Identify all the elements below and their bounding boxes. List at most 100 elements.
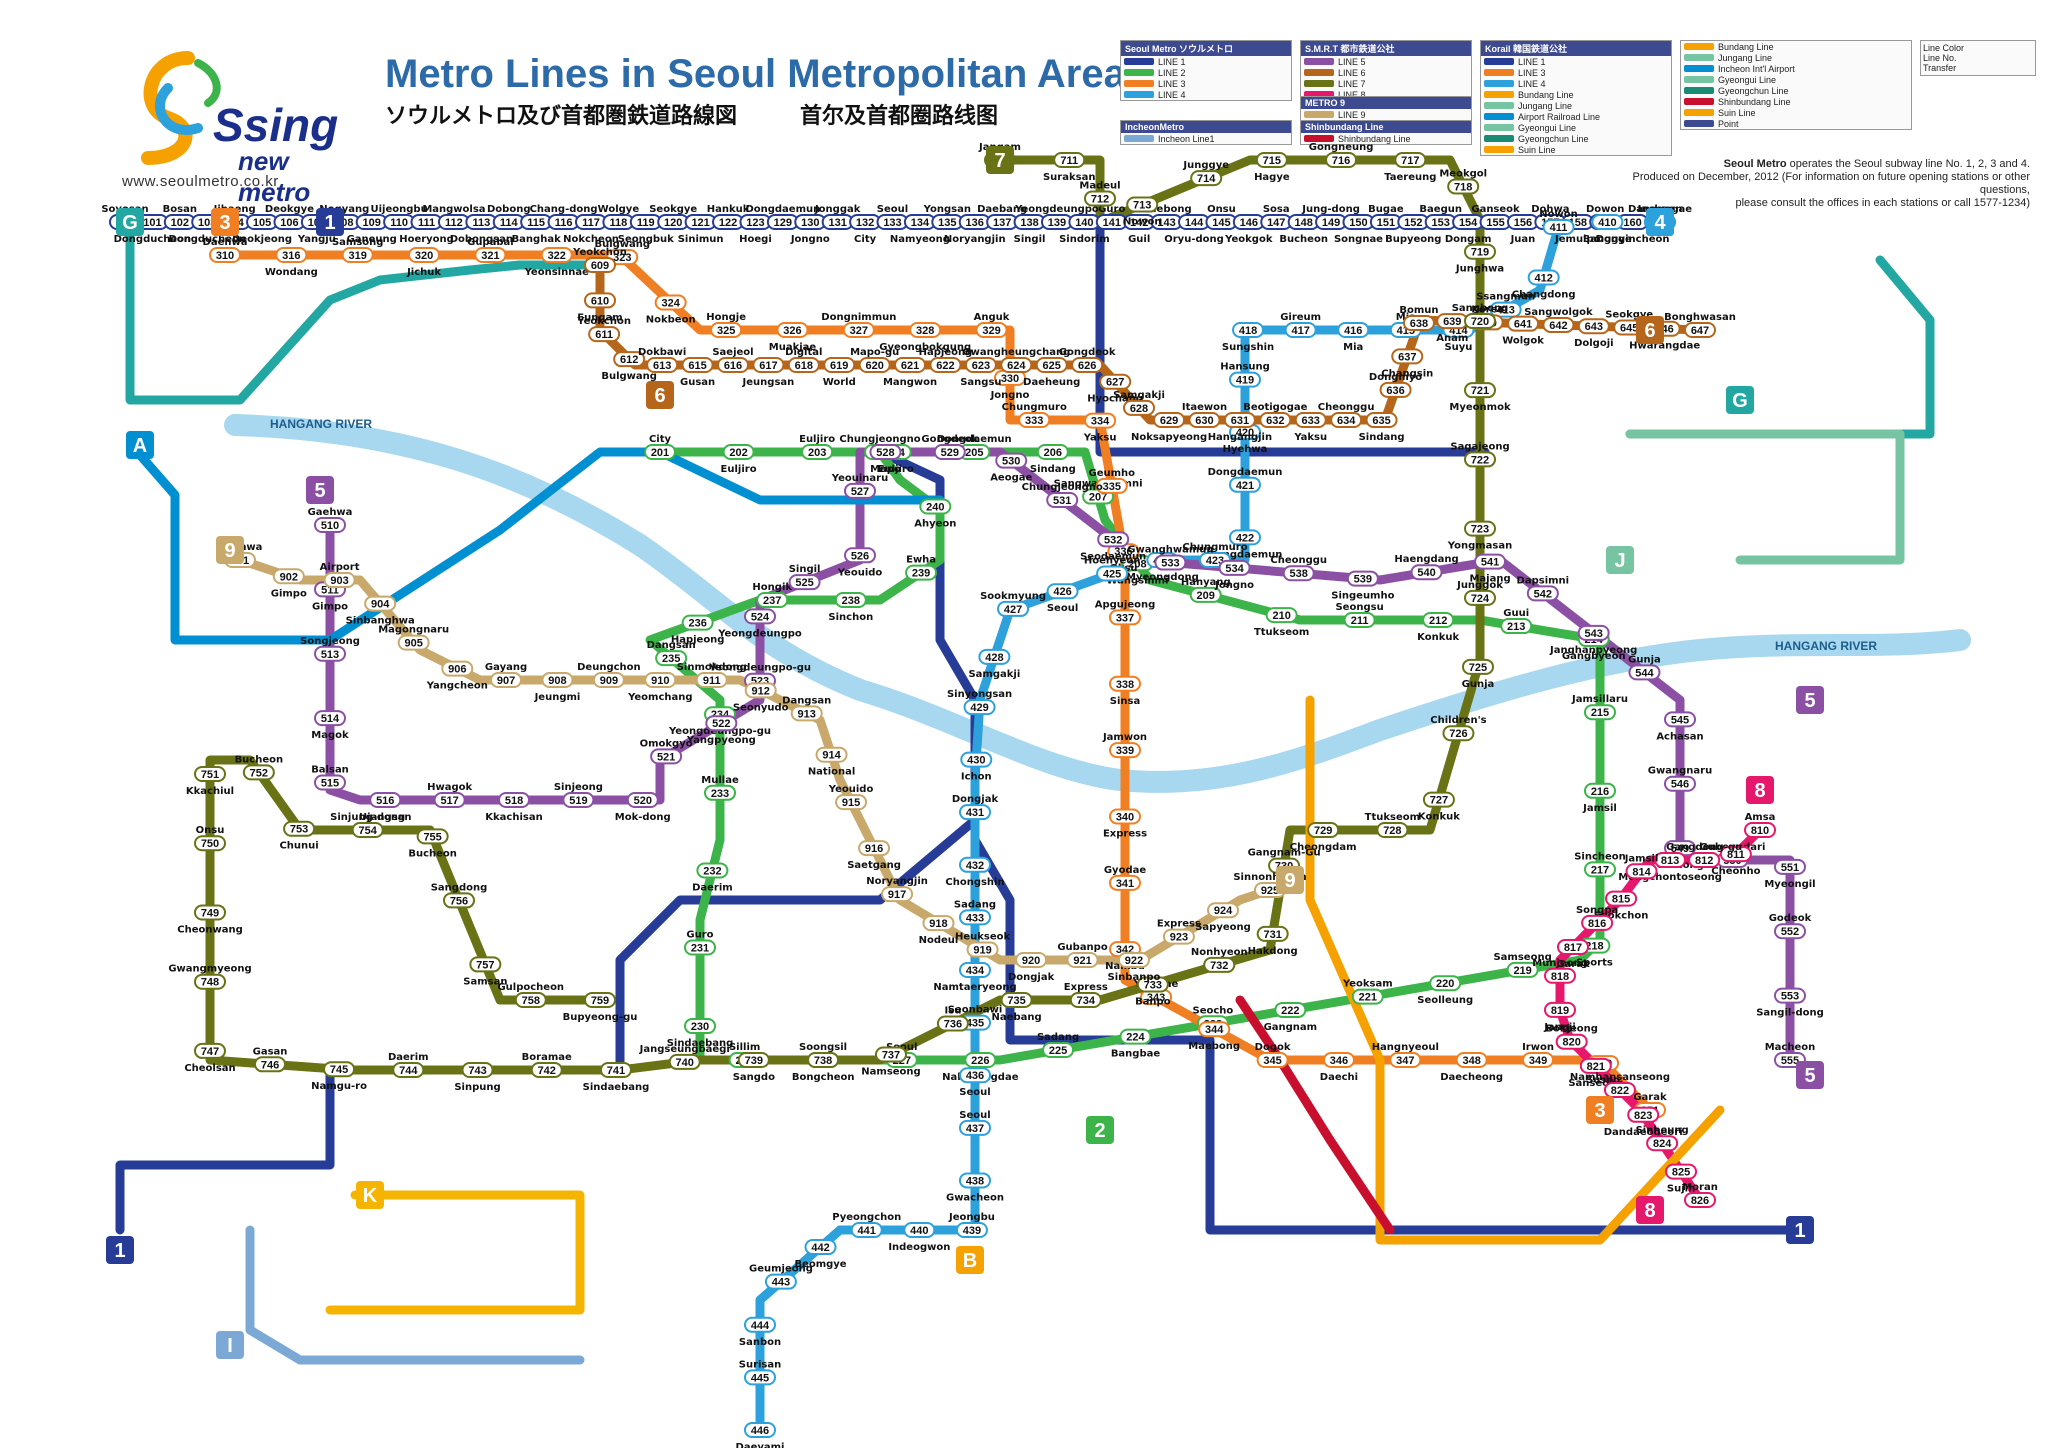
station-marker[interactable] [959, 909, 991, 926]
station-marker[interactable] [314, 645, 346, 662]
station-marker[interactable] [474, 247, 507, 263]
station-marker[interactable] [562, 792, 595, 808]
station-marker[interactable] [1447, 178, 1480, 195]
station-marker[interactable] [1605, 890, 1638, 907]
station-marker[interactable] [835, 794, 868, 811]
station-marker[interactable] [834, 592, 867, 608]
station-marker[interactable] [1256, 925, 1289, 942]
station-marker[interactable] [1255, 152, 1288, 168]
station-marker[interactable] [1207, 902, 1240, 919]
station-marker[interactable] [978, 648, 1011, 665]
station-marker[interactable] [194, 766, 226, 783]
station-marker[interactable] [881, 886, 914, 903]
station-marker[interactable] [275, 247, 308, 263]
station-marker[interactable] [442, 892, 475, 909]
station-marker[interactable] [1346, 570, 1379, 587]
station-marker[interactable] [1577, 624, 1610, 641]
station-marker[interactable] [1376, 822, 1409, 838]
station-marker[interactable] [905, 564, 938, 581]
station-marker[interactable] [684, 939, 716, 956]
station-marker[interactable] [966, 941, 999, 958]
station-marker[interactable] [469, 956, 502, 973]
station-marker[interactable] [323, 572, 356, 588]
station-marker[interactable] [815, 746, 848, 763]
station-marker[interactable] [668, 1053, 701, 1070]
station-marker[interactable] [194, 904, 226, 921]
station-marker[interactable] [1154, 554, 1187, 571]
station-marker[interactable] [530, 1062, 563, 1078]
station-marker[interactable] [1625, 863, 1658, 880]
station-marker[interactable] [1343, 612, 1376, 628]
station-marker[interactable] [1109, 742, 1141, 759]
station-marker[interactable] [1330, 412, 1363, 428]
station-marker[interactable] [1684, 322, 1716, 338]
station-marker[interactable] [696, 862, 729, 879]
station-marker[interactable] [959, 1172, 991, 1189]
station-marker[interactable] [722, 444, 755, 460]
station-marker[interactable] [341, 247, 374, 263]
station-marker[interactable] [540, 247, 573, 263]
station-marker[interactable] [1042, 1041, 1075, 1058]
station-marker[interactable] [1119, 1028, 1152, 1045]
station-marker[interactable] [955, 1222, 988, 1238]
station-marker[interactable] [1000, 992, 1033, 1008]
